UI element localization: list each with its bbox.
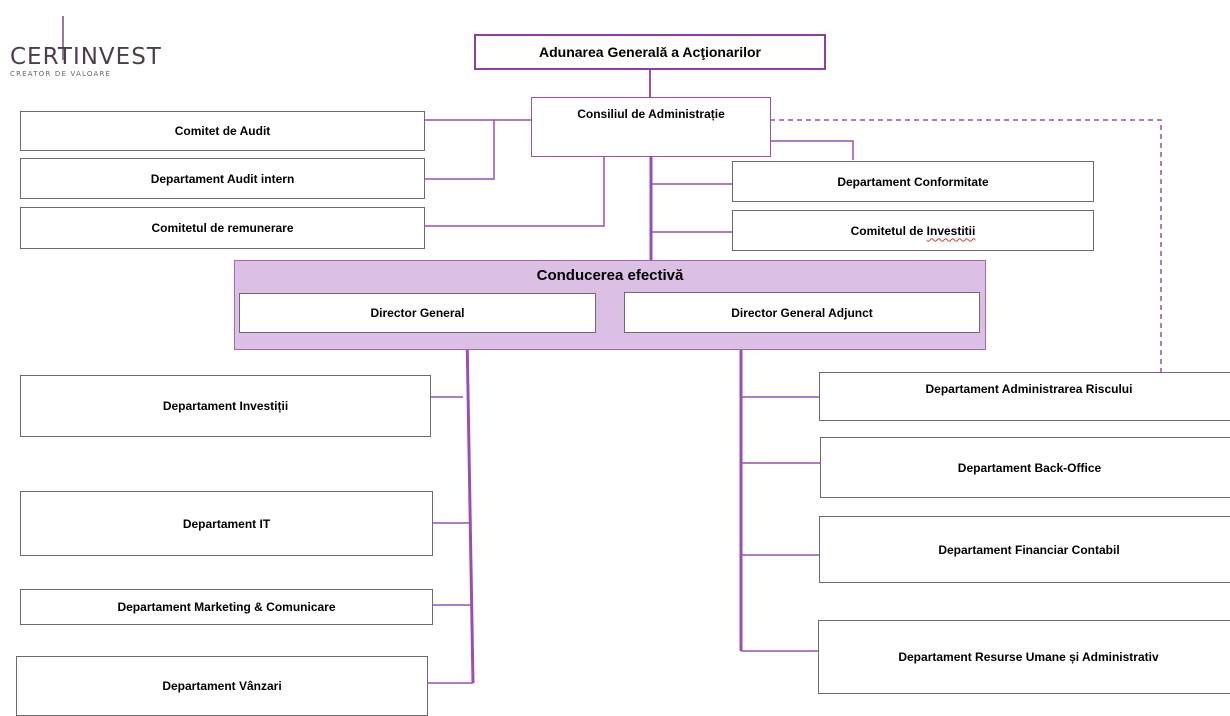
node-compliance: Departament Conformitate bbox=[732, 161, 1094, 202]
connector-ca-remuneration bbox=[425, 157, 605, 227]
node-remuneration: Comitetul de remunerare bbox=[20, 207, 425, 249]
node-deputy-ceo: Director General Adjunct bbox=[624, 292, 980, 333]
node-backoffice: Departament Back-Office bbox=[820, 437, 1230, 498]
node-internal-audit: Departament Audit intern bbox=[20, 158, 425, 199]
connector-ca-internal-audit bbox=[425, 120, 495, 180]
node-it: Departament IT bbox=[20, 491, 433, 556]
node-finance: Departament Financiar Contabil bbox=[819, 516, 1230, 583]
node-investments: Departament Investiții bbox=[20, 375, 431, 437]
node-marketing: Departament Marketing & Comunicare bbox=[20, 589, 433, 625]
node-audit-committee: Comitet de Audit bbox=[20, 111, 425, 151]
node-aga: Adunarea Generală a Acţionarilor bbox=[474, 34, 826, 70]
certinvest-logo: CERTINVEST CREATOR DE VALOARE bbox=[6, 10, 161, 80]
node-risk: Departament Administrarea Riscului bbox=[819, 372, 1230, 421]
connector-ca-risk-dashed bbox=[770, 119, 1162, 372]
connector-ceo-trunk bbox=[465, 332, 475, 684]
node-ca: Consiliul de Administrație bbox=[531, 97, 771, 157]
node-investment-committee: Comitetul de Investitii bbox=[732, 210, 1094, 251]
executive-title: Conducerea efectivă bbox=[536, 267, 684, 284]
connector-ca-compliance bbox=[770, 140, 854, 160]
node-ceo: Director General bbox=[239, 293, 596, 333]
node-hr: Departament Resurse Umane și Administrat… bbox=[818, 620, 1230, 694]
logo-name: CERTINVEST bbox=[10, 44, 162, 70]
node-sales: Departament Vânzari bbox=[16, 656, 428, 716]
logo-tagline: CREATOR DE VALOARE bbox=[10, 70, 112, 78]
logo-mark bbox=[62, 16, 64, 60]
